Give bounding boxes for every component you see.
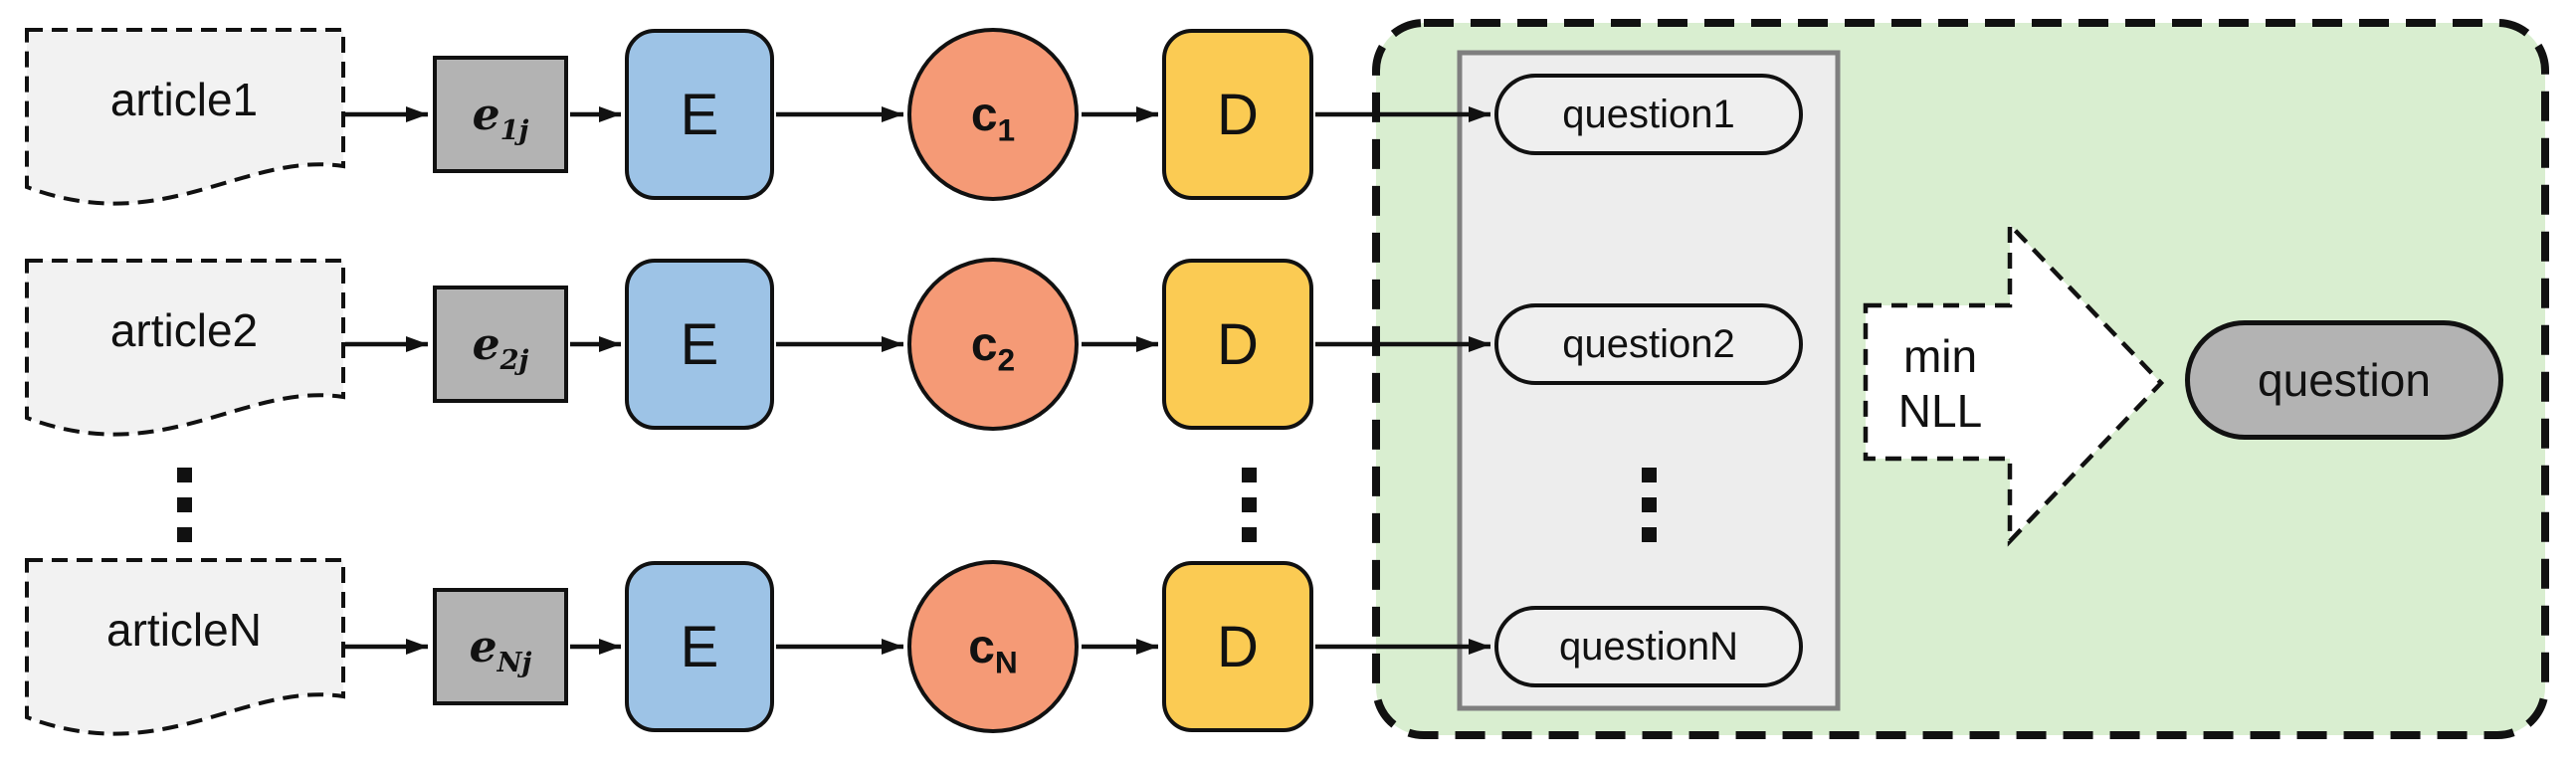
encoder2-label: E: [680, 311, 719, 377]
decoder1-label: D: [1217, 82, 1259, 147]
question-pill: question2: [1494, 303, 1803, 385]
min-nll-label: min NLL: [1868, 315, 2013, 453]
contextN-base: c: [968, 620, 995, 673]
embedding-box: eNj: [433, 588, 568, 705]
min-nll-line2: NLL: [1897, 385, 1983, 437]
question-pill: questionN: [1494, 606, 1803, 687]
decoder-box: D: [1162, 561, 1313, 732]
min-nll-block-arrow: [1863, 219, 2165, 547]
article-label: article2: [25, 261, 343, 400]
context2-base: c: [970, 317, 998, 371]
output-question-label: question: [2258, 354, 2431, 406]
embedding1-subscript: 1j: [499, 113, 529, 146]
context-circle: c1: [907, 28, 1079, 201]
embedding-box: e1j: [433, 56, 568, 173]
embeddingN-label: eNj: [469, 621, 532, 675]
encoder-box: E: [625, 561, 774, 732]
min-nll-line1: min: [1902, 329, 1978, 382]
vertical-ellipsis-articles: [177, 468, 192, 542]
decoderN-label: D: [1217, 614, 1259, 679]
context2-label: c2: [970, 317, 1015, 375]
context1-label: c1: [970, 88, 1015, 145]
vertical-ellipsis-questions: [1642, 468, 1657, 542]
contextN-label: cN: [968, 620, 1018, 677]
encoder-box: E: [625, 259, 774, 430]
embedding2-base: e: [472, 318, 500, 370]
decoder-box: D: [1162, 29, 1313, 200]
embedding2-subscript: 2j: [499, 343, 529, 376]
encoder1-label: E: [680, 82, 719, 147]
contextN-subscript: N: [994, 644, 1018, 680]
decoder2-label: D: [1217, 311, 1259, 377]
articleN-document-shape: [25, 558, 345, 736]
embedding2-label: e2j: [472, 318, 529, 373]
embedding1-label: e1j: [472, 89, 529, 143]
embedding1-base: e: [472, 89, 500, 140]
articleN-text: articleN: [106, 604, 262, 656]
context-circle: c2: [907, 258, 1079, 431]
context1-base: c: [970, 88, 998, 141]
context1-subscript: 1: [997, 111, 1016, 148]
article2-document-shape: [25, 259, 345, 437]
encoderN-label: E: [680, 614, 719, 679]
output-question-pill: question: [2185, 320, 2503, 440]
question1-label: question1: [1562, 92, 1735, 136]
question-pill: question1: [1494, 74, 1803, 155]
embeddingN-subscript: Nj: [496, 646, 532, 678]
decoder-box: D: [1162, 259, 1313, 430]
question2-label: question2: [1562, 321, 1735, 366]
article1-document-shape: [25, 28, 345, 206]
questionN-label: questionN: [1558, 624, 1739, 669]
article-label: articleN: [25, 560, 343, 699]
article2-text: article2: [109, 304, 259, 356]
context-circle: cN: [907, 560, 1079, 733]
context2-subscript: 2: [997, 341, 1016, 378]
vertical-ellipsis-decoders: [1242, 468, 1257, 542]
embedding-box: e2j: [433, 286, 568, 403]
encoder-box: E: [625, 29, 774, 200]
embeddingN-base: e: [469, 621, 497, 672]
article1-text: article1: [109, 74, 259, 125]
article-label: article1: [25, 30, 343, 169]
